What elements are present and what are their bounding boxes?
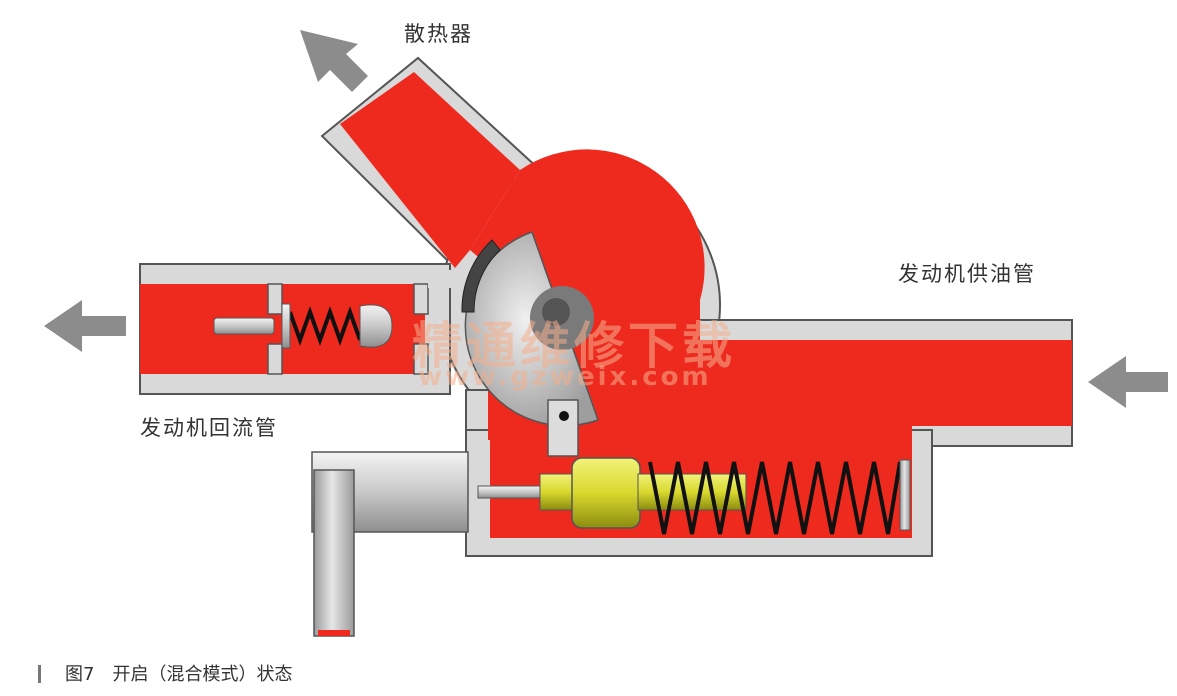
rotary-valve (461, 231, 599, 427)
flow-arrows (44, 30, 1168, 408)
return-pipe-baffles (267, 270, 458, 375)
figure-caption: 图7 开启（混合模式）状态 (38, 660, 292, 686)
linkage-bracket (547, 399, 579, 457)
label-engine-supply: 发动机供油管 (898, 262, 1036, 286)
main-spring (648, 459, 911, 535)
caption-bar (38, 665, 41, 683)
caption-figure-no: 图7 (65, 664, 95, 685)
check-valve (213, 303, 393, 349)
arrow-return-out (44, 300, 126, 352)
motor-housing (311, 451, 469, 637)
watermark-title: 精通维修下载 (412, 317, 736, 375)
label-radiator: 散热器 (404, 22, 473, 46)
label-engine-return: 发动机回流管 (140, 416, 278, 440)
wax-element (539, 457, 747, 529)
actuator-rod (477, 485, 549, 499)
arrow-to-radiator (300, 30, 368, 92)
caption-text: 开启（混合模式）状态 (112, 664, 293, 685)
watermark-url: www.gzweix.com (418, 362, 712, 392)
arrow-supply-in (1088, 356, 1168, 408)
